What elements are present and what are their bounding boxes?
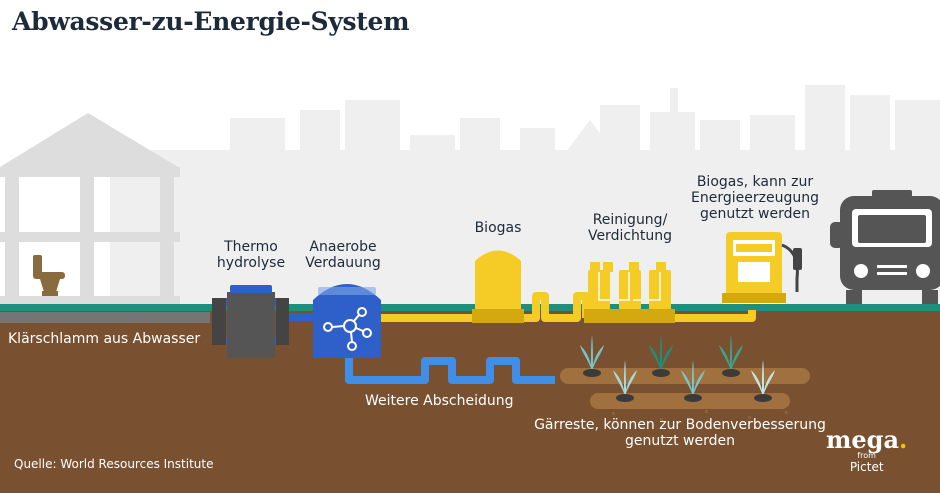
page-title: Abwasser-zu-Energie-System [12,7,410,36]
label-line: Anaerobe [309,239,377,255]
label-line: Verdauung [305,255,381,272]
label-line: Thermo [224,239,278,255]
label-line: genutzt werden [625,433,735,450]
connector-pipe [289,313,313,321]
label-line: Biogas, kann zur [696,174,814,190]
label-line: Energieerzeugung [691,190,819,207]
soil-specks [612,410,788,421]
plant-icon [649,335,673,377]
label-gaerreste: Gärreste, können zur Bodenverbesserung g… [520,417,840,449]
separation-pipe [345,357,555,384]
source-note: Quelle: World Resources Institute [14,457,214,471]
logo-brand: mega. [826,428,907,452]
gas-tank-icon [472,250,524,323]
toilet-icon [33,255,65,296]
label-line: Reinigung/ [592,212,668,228]
digester-icon [313,284,381,358]
plant-icon [681,360,705,402]
plant-icon [613,360,637,402]
thermo-reactor-icon [212,285,289,358]
logo-brand-text: mega [826,425,899,454]
label-klaerschlamm: Klärschlamm aus Abwasser [8,331,201,347]
plants [580,335,775,402]
fuel-pump-icon [722,232,802,303]
label-line: genutzt werden [700,206,810,223]
plant-icon [751,360,775,402]
logo-from: from [857,451,876,460]
label-thermo-hydrolyse: Thermo hydrolyse [211,239,291,271]
label-anaerobe-verdauung: Anaerobe Verdauung [298,239,388,271]
truck-icon [830,190,940,304]
plant-icon [719,335,743,377]
label-weitere-abscheidung: Weitere Abscheidung [365,393,514,409]
label-line: Gärreste, können zur Bodenverbesserung [534,417,826,433]
label-reinigung-verdichtung: Reinigung/ Verdichtung [580,212,680,244]
logo-dot: . [899,425,908,454]
sludge-pipe [0,312,210,323]
house [0,113,180,304]
label-biogas-energie: Biogas, kann zur Energieerzeugung genutz… [680,174,830,222]
mega-pictet-logo: mega. from Pictet [826,428,907,474]
skyline [110,85,940,310]
label-biogas: Biogas [474,220,522,236]
grass-strip [0,304,940,311]
logo-company: Pictet [849,459,884,474]
label-line: hydrolyse [216,255,286,272]
plant-icon [580,335,604,377]
label-line: Verdichtung [587,228,673,245]
gas-pipe [381,292,756,322]
